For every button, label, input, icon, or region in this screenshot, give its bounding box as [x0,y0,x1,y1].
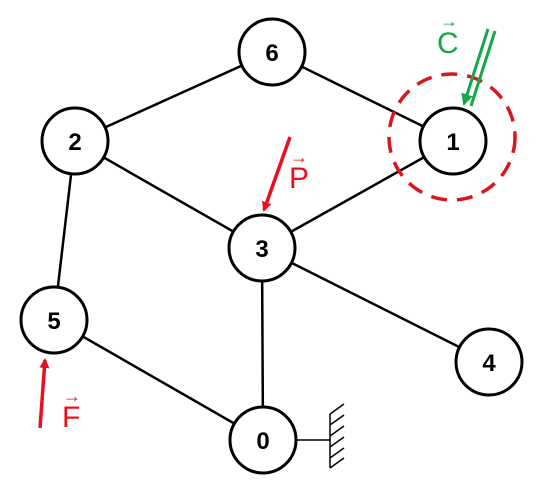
node-4[interactable]: 4 [454,327,524,397]
edge-1-3 [261,139,454,250]
edge-6-2 [74,50,273,143]
couple-c: → C [437,11,497,107]
force-p: → P [261,136,309,212]
node-4-label: 4 [482,350,496,377]
edge-2-3 [74,139,263,250]
node-5[interactable]: 5 [19,285,89,355]
force-p-vector-mark: → [290,147,308,167]
node-0[interactable]: 0 [228,405,298,475]
couple-c-arrow-second-line [469,30,497,107]
force-p-label: P [289,162,309,195]
highlight-dashed-circle [387,72,517,202]
node-3-label: 3 [255,236,268,263]
force-f-vector-mark: → [63,386,81,406]
force-f: → F [38,358,81,434]
force-p-arrow-icon [261,136,292,212]
node-6-label: 6 [265,40,278,67]
node-2-label: 2 [68,129,81,156]
node-3[interactable]: 3 [227,213,297,283]
node-1-label: 1 [446,129,459,156]
node-5-label: 5 [47,308,60,335]
couple-c-arrow-icon [461,28,490,106]
edge-3-4 [261,246,490,364]
node-2[interactable]: 2 [40,106,110,176]
edge-5-0 [53,318,264,442]
force-f-arrow-icon [38,358,50,429]
couple-c-vector-mark: → [440,11,458,31]
force-f-label: F [62,401,80,434]
node-1[interactable]: 1 [418,106,488,176]
node-0-label: 0 [256,428,269,455]
ground-hatch-icon [296,403,345,469]
couple-c-label: C [437,27,459,60]
node-6[interactable]: 6 [237,17,307,87]
